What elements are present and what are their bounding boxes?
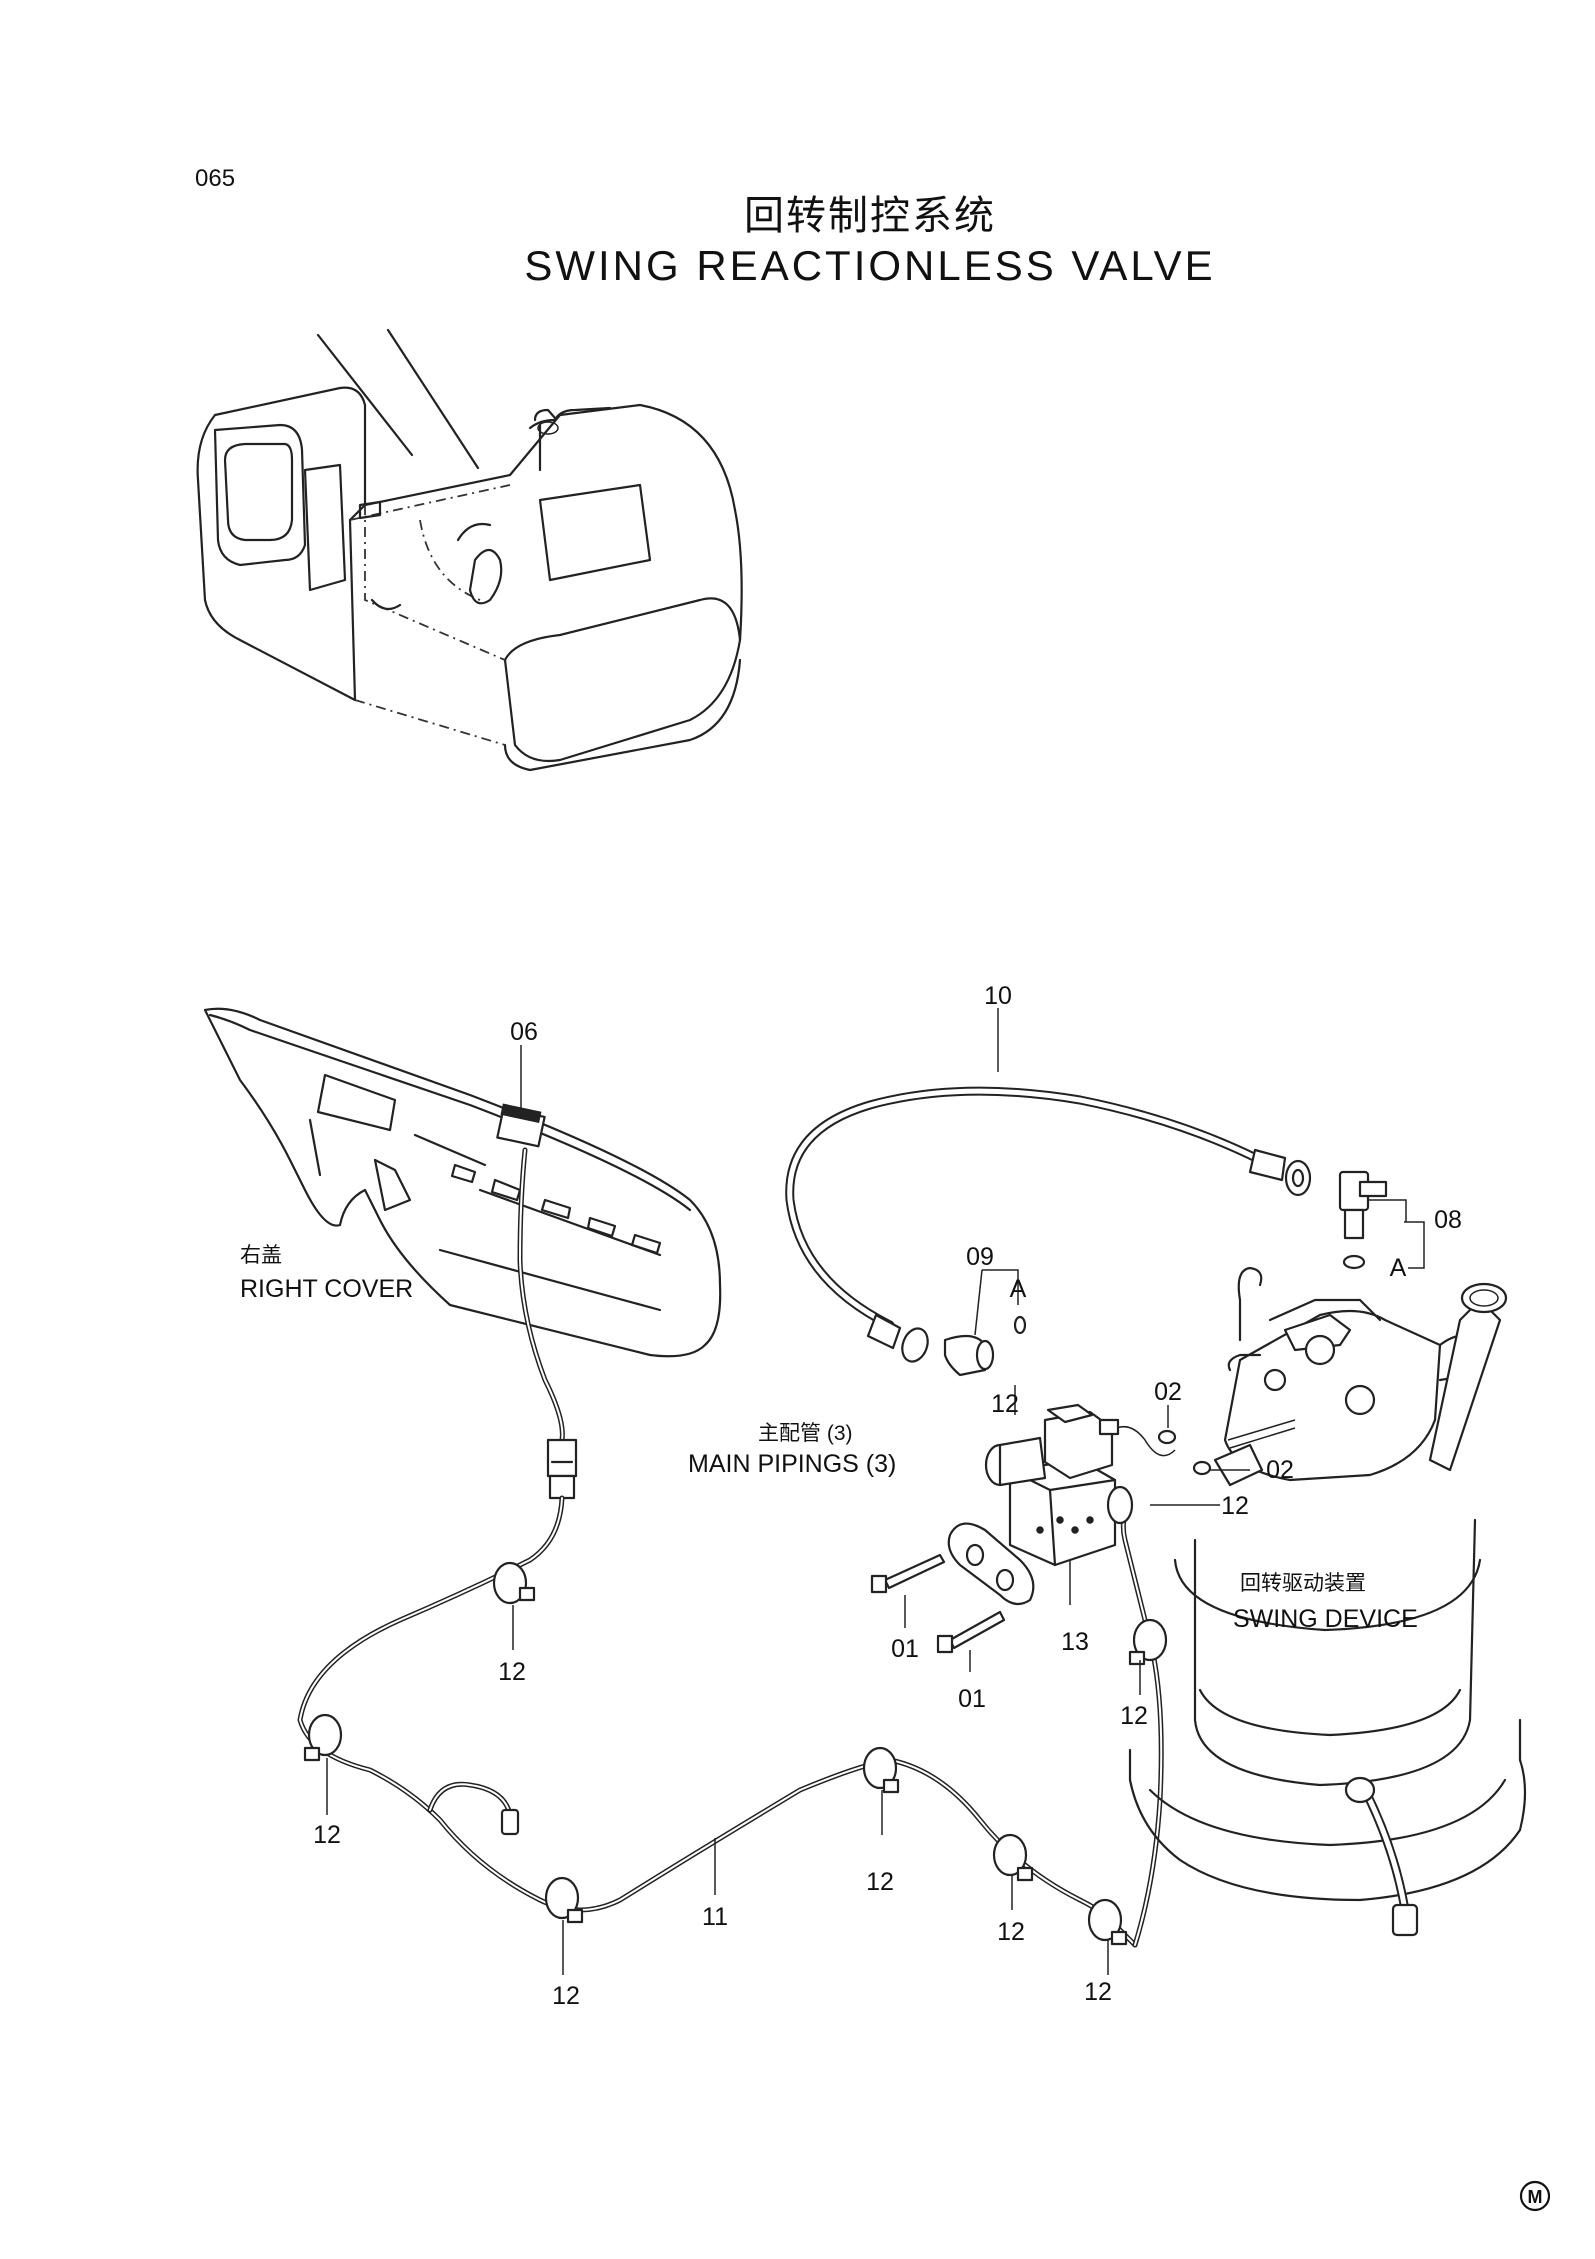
callout-12-f: 12	[1084, 1978, 1112, 2006]
clamp-12-a	[492, 1561, 536, 1605]
clamp-12-b	[303, 1713, 343, 1762]
clamp-12-d	[862, 1746, 900, 1794]
swing-device-label-en: SWING DEVICE	[1233, 1605, 1418, 1633]
part-08-fitting	[1338, 1170, 1388, 1270]
callout-11: 11	[702, 1903, 728, 1931]
callout-06: 06	[510, 1018, 538, 1046]
callout-12-a: 12	[498, 1658, 526, 1686]
title-english: SWING REACTIONLESS VALVE	[524, 242, 1216, 289]
main-pipings-label-cn: 主配管 (3)	[758, 1422, 853, 1445]
callout-02-a: 02	[1154, 1378, 1182, 1406]
excavator-overview	[196, 328, 743, 772]
part-09-elbow	[943, 1315, 1027, 1377]
callout-12-e: 12	[997, 1918, 1025, 1946]
callout-02-b: 02	[1266, 1456, 1294, 1484]
callout-09: 09	[966, 1243, 994, 1271]
hose-10	[785, 1086, 1312, 1363]
right-cover-label-en: RIGHT COVER	[240, 1275, 413, 1303]
page-number: 065	[195, 165, 236, 192]
footer-mark: M	[1519, 2180, 1551, 2212]
swing-device-label-cn: 回转驱动装置	[1240, 1572, 1366, 1595]
callout-01-b: 01	[958, 1685, 986, 1713]
flange-plate	[947, 1522, 1035, 1606]
ref-a-top: A	[1010, 1275, 1027, 1303]
right-cover-label-cn: 右盖	[240, 1244, 282, 1267]
callout-12-d: 12	[866, 1868, 894, 1896]
clamp-12-f	[1087, 1898, 1128, 1946]
callout-12-swing: 12	[1221, 1492, 1249, 1520]
bolt-01-a	[870, 1553, 946, 1594]
callout-13: 13	[1061, 1628, 1089, 1656]
callout-12-b: 12	[313, 1821, 341, 1849]
callout-01-a: 01	[891, 1635, 919, 1663]
callout-10: 10	[984, 982, 1012, 1010]
callout-08: 08	[1434, 1206, 1462, 1234]
leader-lines	[326, 1008, 1425, 1975]
valve-block-13	[984, 1403, 1176, 1567]
clamp-12-g	[1128, 1618, 1168, 1666]
callout-12-c: 12	[552, 1982, 580, 2010]
main-pipings-label-en: MAIN PIPINGS (3)	[688, 1450, 896, 1478]
clamp-12-c	[544, 1876, 584, 1924]
title-chinese: 回转制控系统	[744, 194, 996, 238]
bolt-01-b	[936, 1610, 1006, 1654]
clamp-12-e	[992, 1833, 1034, 1882]
ref-a-right: A	[1390, 1254, 1407, 1282]
callout-12-valve: 12	[991, 1390, 1019, 1418]
swing-device	[1128, 1266, 1527, 1937]
harness-assembly	[297, 1103, 1168, 1948]
right-cover	[203, 1007, 722, 1358]
footer-mark-letter: M	[1528, 2187, 1543, 2207]
callout-12-g: 12	[1120, 1702, 1148, 1730]
